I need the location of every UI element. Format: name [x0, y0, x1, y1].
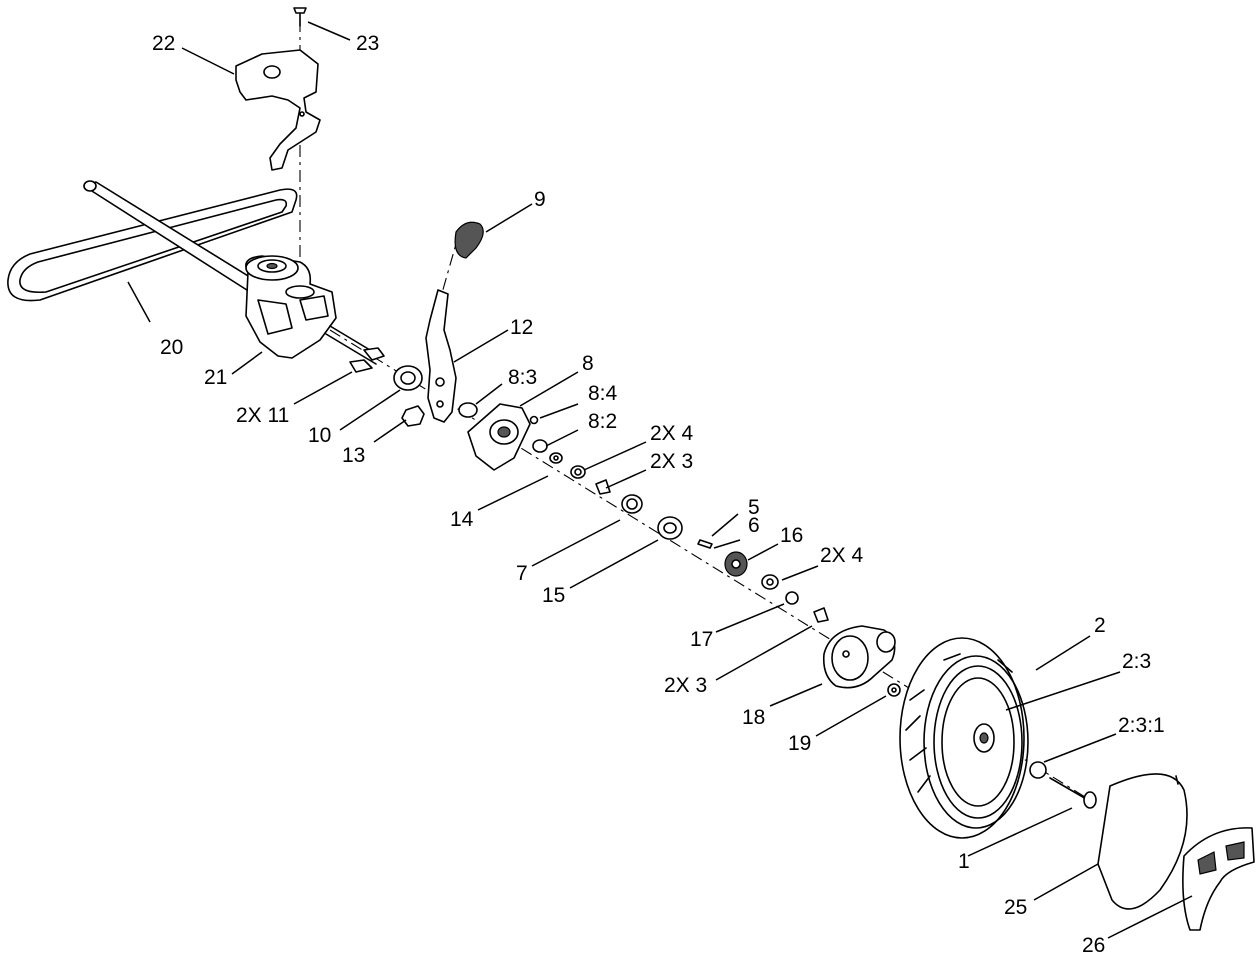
callout-18: 18	[742, 706, 765, 729]
small-washer-part	[887, 683, 901, 697]
callout-6: 6	[748, 514, 760, 537]
screw-part	[293, 7, 307, 27]
gear-cover-part	[822, 625, 896, 689]
callout-19: 19	[788, 732, 811, 755]
spacer-part	[657, 516, 683, 540]
callout-20: 20	[160, 336, 183, 359]
drive-belt-part	[7, 188, 298, 302]
hubcap-part	[1097, 773, 1188, 910]
callout-17: 17	[690, 628, 713, 651]
callout-8-4: 8:4	[588, 382, 618, 405]
callout-2-3: 2:3	[1122, 650, 1151, 673]
nut-part	[401, 405, 425, 427]
callout-labels: 22 23 9 12 20 21 2X 11 10 13 8 8:3 8:4 8…	[152, 32, 1165, 957]
callout-2x11: 2X 11	[236, 404, 289, 427]
height-lever-part	[425, 289, 457, 423]
washer-part	[621, 494, 643, 514]
callout-21: 21	[204, 366, 227, 389]
wheel-trim-part	[1182, 827, 1255, 931]
callout-14: 14	[450, 508, 474, 531]
callout-8-3: 8:3	[508, 366, 537, 389]
callout-2x4-lower: 2X 4	[820, 544, 864, 567]
callout-15: 15	[542, 584, 565, 607]
bushing-part	[393, 365, 423, 391]
bolt-parts	[349, 347, 385, 373]
callout-8-2: 8:2	[588, 410, 617, 433]
pinion-gear-part	[724, 551, 748, 577]
callout-13: 13	[342, 444, 365, 467]
callout-2x3-upper: 2X 3	[650, 450, 693, 473]
transmission-part	[245, 255, 381, 365]
callout-22: 22	[152, 32, 175, 55]
callout-2x4-upper: 2X 4	[650, 422, 694, 445]
wheel-part	[899, 637, 1029, 839]
pivot-bracket-part	[467, 403, 531, 471]
small-hardware-parts	[529, 415, 611, 495]
callout-2x3-lower: 2X 3	[664, 674, 707, 697]
callout-1: 1	[958, 850, 970, 873]
leader-lines	[127, 21, 1193, 939]
key-part	[697, 539, 713, 549]
callout-26: 26	[1082, 934, 1105, 957]
callout-23: 23	[356, 32, 379, 55]
bearing-part	[458, 402, 478, 418]
lever-knob-part	[454, 221, 484, 259]
callout-8: 8	[582, 352, 594, 375]
callout-9: 9	[534, 188, 546, 211]
wheel-bolt-part	[1049, 777, 1097, 809]
callout-7: 7	[516, 562, 528, 585]
callout-10: 10	[308, 424, 331, 447]
bracket-part	[235, 49, 321, 171]
callout-2: 2	[1094, 614, 1106, 637]
callout-5: 5	[748, 496, 760, 519]
wheel-bearing-part	[1029, 761, 1047, 779]
washer-clip-parts	[761, 574, 829, 623]
callout-16: 16	[780, 524, 803, 547]
callout-25: 25	[1004, 896, 1027, 919]
callout-2-3-1: 2:3:1	[1118, 714, 1165, 737]
callout-12: 12	[510, 316, 533, 339]
